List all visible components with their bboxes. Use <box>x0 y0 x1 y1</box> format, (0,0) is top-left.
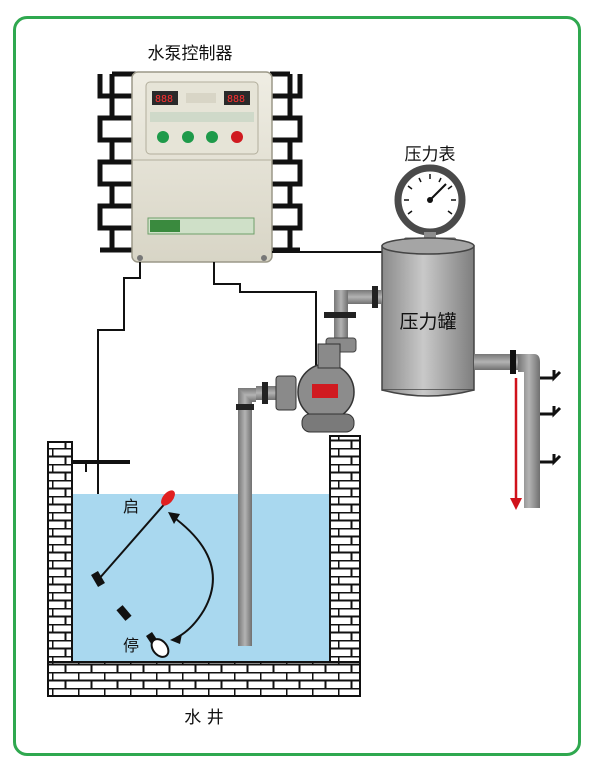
pressure-gauge <box>394 164 466 247</box>
pressure-tank-label: 压力罐 <box>399 311 456 333</box>
float-stop-position <box>150 638 170 658</box>
controller-brand-plate <box>150 220 180 232</box>
float-travel-arrow <box>168 512 214 644</box>
svg-text:888: 888 <box>227 94 245 105</box>
well-water <box>72 494 330 662</box>
flow-direction-arrow <box>510 378 522 510</box>
water-pump <box>256 343 355 433</box>
controller-label: 水泵控制器 <box>148 44 233 64</box>
controller-button-1[interactable] <box>157 131 169 143</box>
pump-to-tank-pipe <box>324 286 382 353</box>
suction-pipe <box>236 388 256 646</box>
controller-display-left: 888 <box>152 91 178 105</box>
pressure-gauge-label: 压力表 <box>405 145 456 165</box>
diagram-frame <box>13 16 581 756</box>
controller-button-3[interactable] <box>206 131 218 143</box>
controller-display-right: 888 <box>224 91 250 105</box>
start-label: 启 <box>123 497 139 516</box>
well-label: 水 井 <box>184 708 223 728</box>
controller-button-2[interactable] <box>182 131 194 143</box>
outlet-pipe <box>474 350 540 508</box>
float-switch <box>72 460 175 658</box>
gauge-needle <box>429 183 447 201</box>
pump-controller: 888 888 <box>131 71 273 263</box>
pump-label-plate <box>312 384 338 398</box>
control-wires <box>97 251 394 582</box>
stop-label: 停 <box>123 636 139 655</box>
pressure-tank <box>381 237 475 397</box>
svg-text:888: 888 <box>155 94 173 105</box>
float-start-position <box>161 490 175 506</box>
outlet-taps <box>540 370 562 466</box>
controller-button-stop[interactable] <box>231 131 243 143</box>
wall-bricks-right <box>270 71 303 253</box>
well <box>47 435 361 697</box>
